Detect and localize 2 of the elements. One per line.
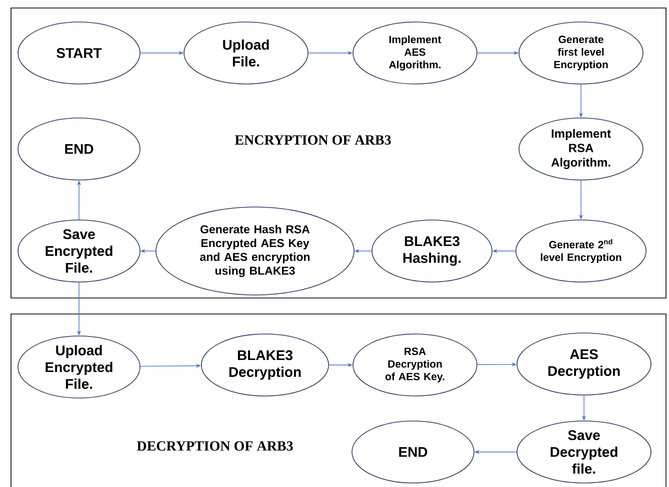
panel-heading: DECRYPTION OF ARB3 [136, 441, 293, 451]
panel-heading: ENCRYPTION OF ARB3 [234, 135, 391, 145]
